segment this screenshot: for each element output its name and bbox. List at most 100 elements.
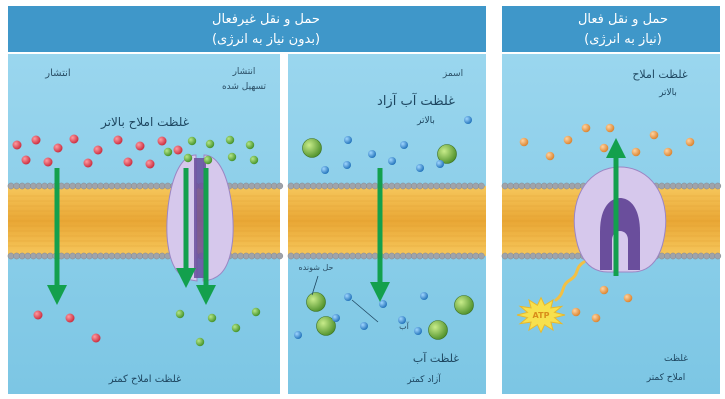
orange-solute-molecule	[520, 138, 529, 147]
water-molecule	[294, 331, 302, 339]
lipid-head	[389, 253, 395, 259]
orange-solute-molecule	[600, 144, 609, 153]
lipid-head	[687, 253, 693, 259]
red-solute-molecule	[44, 158, 53, 167]
lipid-head	[355, 183, 361, 189]
lipid-head	[394, 183, 400, 189]
red-solute-molecule	[124, 158, 133, 167]
lipid-head	[109, 183, 115, 189]
green-solute-molecule	[232, 324, 240, 332]
lipid-head	[64, 183, 70, 189]
orange-solute-molecule	[600, 286, 609, 295]
lipid-head	[428, 183, 434, 189]
lipid-head	[98, 183, 104, 189]
lipid-head	[266, 253, 272, 259]
lipid-head	[676, 253, 682, 259]
lipid-head	[704, 183, 710, 189]
active-high-line2: بالاتر	[658, 88, 677, 98]
lipid-head	[338, 183, 344, 189]
red-solute-molecule	[136, 142, 145, 151]
lipid-head	[508, 183, 514, 189]
lipid-head	[288, 253, 294, 259]
lipid-head	[142, 183, 148, 189]
passive-title-line2: (بدون نیاز به انرژی)	[212, 32, 320, 47]
lipid-head	[42, 183, 48, 189]
water-molecule	[368, 150, 376, 158]
lipid-head	[254, 253, 260, 259]
lipid-head	[541, 183, 547, 189]
lipid-head	[142, 253, 148, 259]
water-molecule	[379, 300, 387, 308]
lipid-head	[75, 183, 81, 189]
lipid-head	[350, 253, 356, 259]
lipid-head	[681, 183, 687, 189]
lipid-head	[467, 253, 473, 259]
lipid-head	[355, 253, 361, 259]
lipid-head	[530, 183, 536, 189]
lipid-head	[254, 183, 260, 189]
lipid-head	[698, 253, 704, 259]
osmosis-label: اسمز	[442, 69, 463, 79]
lipid-head	[103, 253, 109, 259]
red-solute-molecule	[146, 160, 155, 169]
lipid-head	[47, 253, 53, 259]
lipid-head	[126, 253, 132, 259]
high-water-line1: غلظت آب آزاد	[377, 92, 455, 109]
lipid-head	[681, 253, 687, 259]
lipid-head	[131, 183, 137, 189]
lipid-head	[400, 253, 406, 259]
lipid-head	[36, 183, 42, 189]
lipid-head	[86, 253, 92, 259]
lipid-head	[238, 183, 244, 189]
lipid-head	[698, 183, 704, 189]
lipid-head	[422, 253, 428, 259]
green-solute-molecule	[208, 314, 216, 322]
green-solute-molecule	[188, 137, 196, 145]
high-water-line2: بالاتر	[416, 116, 435, 126]
green-solute-molecule	[204, 156, 212, 164]
lipid-head	[406, 253, 412, 259]
green-solute-molecule	[252, 308, 260, 316]
lipid-head	[271, 183, 277, 189]
water-molecule	[464, 116, 472, 124]
large-solute-molecule	[429, 321, 448, 340]
red-solute-molecule	[13, 141, 22, 150]
red-solute-molecule	[70, 135, 79, 144]
lipid-head	[428, 253, 434, 259]
high-solute-label: غلظت املاح بالاتر	[100, 115, 189, 130]
lipid-head	[422, 183, 428, 189]
lipid-head	[243, 253, 249, 259]
low-water-line2: آزاد کمتر	[406, 373, 441, 385]
lipid-head	[383, 183, 389, 189]
lipid-head	[536, 253, 542, 259]
lipid-head	[456, 253, 462, 259]
water-molecule	[344, 293, 352, 301]
water-molecule	[416, 164, 424, 172]
lipid-head	[445, 183, 451, 189]
lipid-head	[664, 183, 670, 189]
green-solute-molecule	[206, 140, 214, 148]
lipid-head	[70, 253, 76, 259]
lipid-head	[575, 183, 581, 189]
active-title-line1: حمل و نقل فعال	[578, 12, 668, 27]
lipid-head	[327, 183, 333, 189]
orange-solute-molecule	[564, 136, 573, 145]
large-solute-molecule	[303, 139, 322, 158]
red-solute-molecule	[94, 146, 103, 155]
lipid-head	[344, 183, 350, 189]
lipid-head	[137, 253, 143, 259]
lipid-head	[316, 253, 322, 259]
green-solute-molecule	[184, 154, 192, 162]
lipid-head	[299, 253, 305, 259]
lipid-head	[547, 253, 553, 259]
lipid-head	[19, 183, 25, 189]
water-molecule	[420, 292, 428, 300]
active-high-line1: غلظت املاح	[632, 68, 688, 81]
water-molecule	[343, 161, 351, 169]
lipid-head	[564, 183, 570, 189]
lipid-head	[103, 183, 109, 189]
lipid-head	[75, 253, 81, 259]
lipid-head	[344, 253, 350, 259]
water-molecule	[344, 136, 352, 144]
lipid-head	[277, 253, 283, 259]
